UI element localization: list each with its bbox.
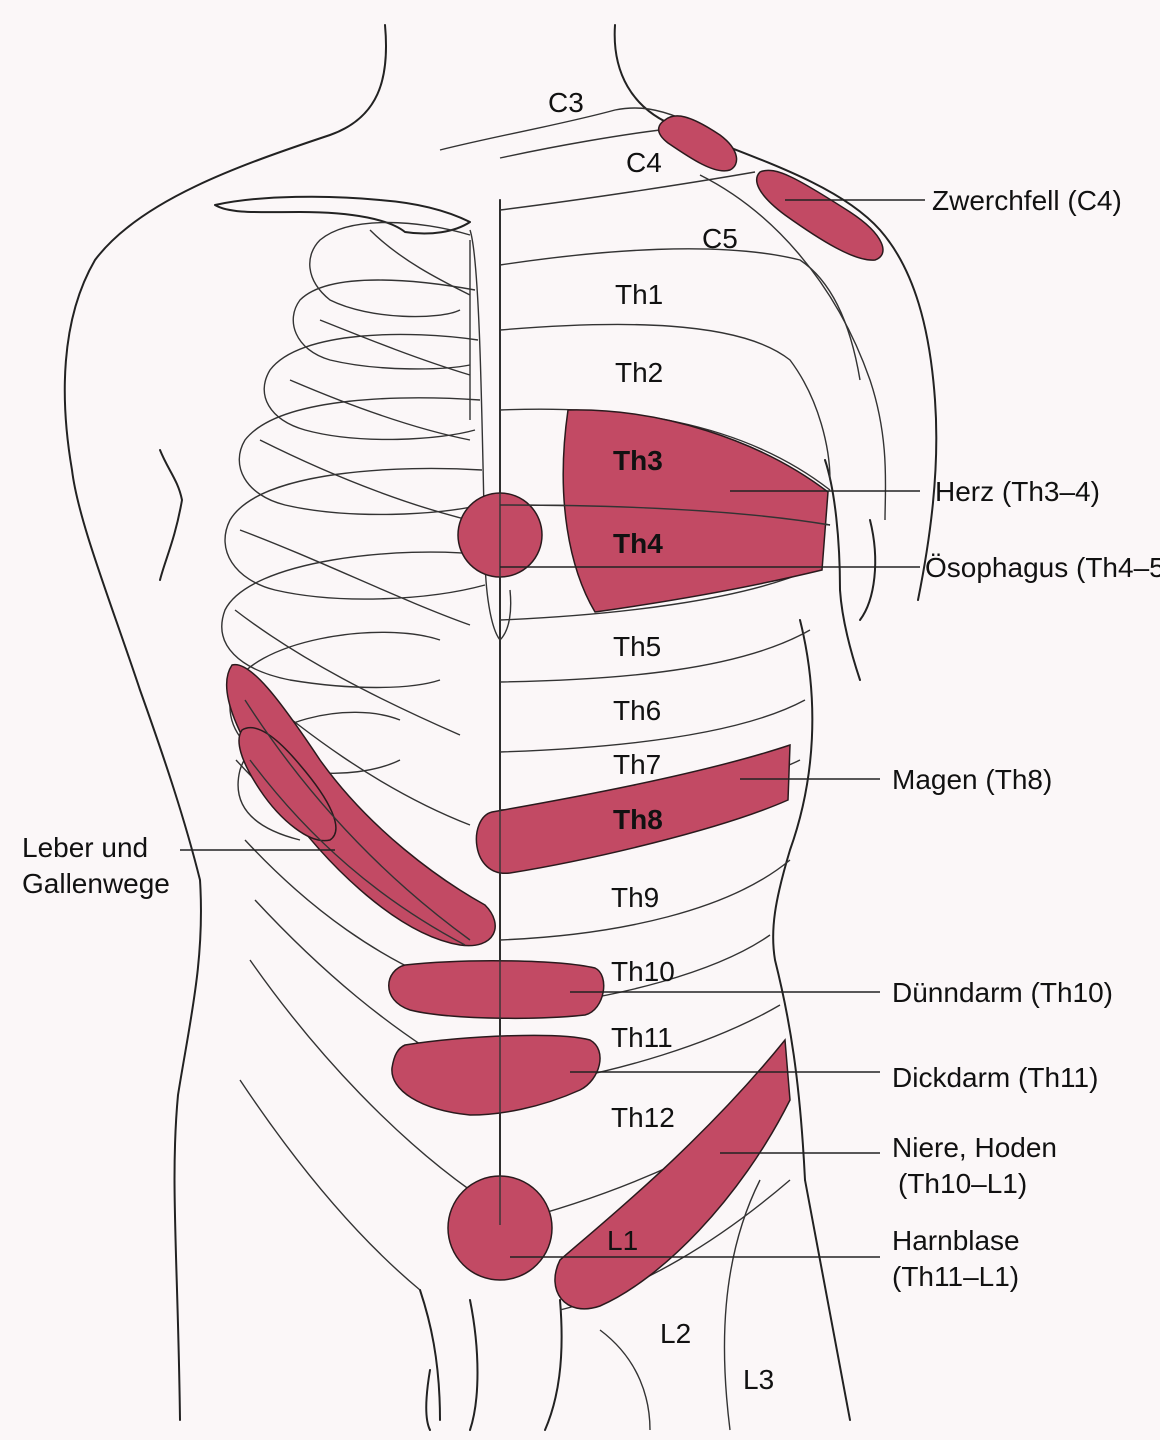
seg-l2: L2 [660, 1318, 691, 1349]
label-niere-2: (Th10–L1) [898, 1168, 1027, 1199]
seg-th12: Th12 [611, 1102, 675, 1133]
seg-th4: Th4 [613, 528, 663, 559]
seg-th6: Th6 [613, 695, 661, 726]
seg-th11: Th11 [611, 1022, 673, 1053]
zone-duenndarm [389, 961, 604, 1019]
label-harnblase-2: (Th11–L1) [892, 1261, 1019, 1292]
label-leber-2: Gallenwege [22, 868, 170, 899]
seg-c4: C4 [626, 147, 662, 178]
seg-th8: Th8 [613, 804, 663, 835]
label-zwerchfell: Zwerchfell (C4) [932, 185, 1122, 216]
label-dickdarm: Dickdarm (Th11) [892, 1062, 1098, 1093]
seg-th9: Th9 [611, 882, 659, 913]
seg-th3: Th3 [613, 445, 663, 476]
seg-th1: Th1 [615, 279, 663, 310]
label-duenndarm: Dünndarm (Th10) [892, 977, 1113, 1008]
organ-labels: Zwerchfell (C4) Herz (Th3–4) Ösophagus (… [22, 185, 1160, 1292]
label-leber-1: Leber und [22, 832, 148, 863]
zone-leber [227, 665, 496, 946]
label-harnblase-1: Harnblase [892, 1225, 1020, 1256]
seg-th2: Th2 [615, 357, 663, 388]
seg-c5: C5 [702, 223, 738, 254]
seg-c3: C3 [548, 87, 584, 118]
seg-l3: L3 [743, 1364, 774, 1395]
seg-th5: Th5 [613, 631, 661, 662]
seg-th10: Th10 [611, 956, 675, 987]
zone-dickdarm [392, 1035, 600, 1115]
label-niere-1: Niere, Hoden [892, 1132, 1057, 1163]
label-magen: Magen (Th8) [892, 764, 1052, 795]
seg-th7: Th7 [613, 749, 661, 780]
seg-l1: L1 [607, 1225, 638, 1256]
zone-zwerchfell-upper [659, 116, 737, 171]
label-herz: Herz (Th3–4) [935, 476, 1100, 507]
label-oesophagus: Ösophagus (Th4–5) [925, 552, 1160, 583]
